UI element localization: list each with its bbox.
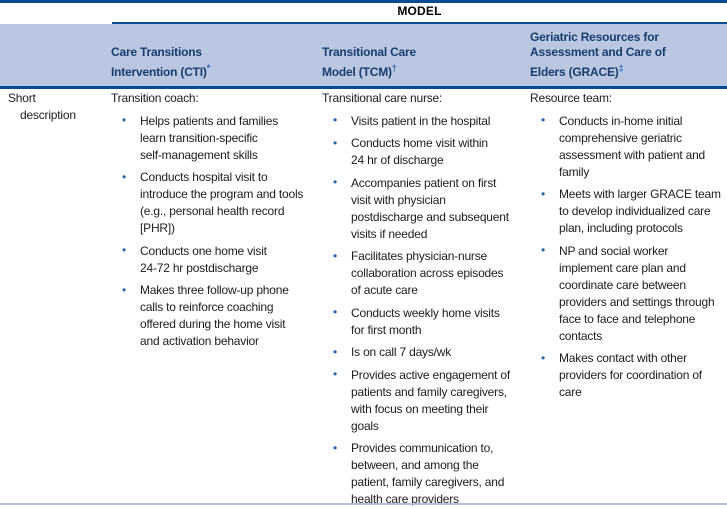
column-header-grace: Geriatric Resources for Assessment and C… <box>530 30 725 81</box>
bottom-border-rule <box>0 503 727 505</box>
bullet-text: Conducts home visit within 24 hr of disc… <box>351 136 488 167</box>
bullet-text: Conducts one home visit 24-72 hr postdis… <box>140 243 267 275</box>
bullet-text: Provides communication to, between, and … <box>351 441 505 506</box>
bullet-icon: • <box>333 344 338 359</box>
footnote-marker-asterisk: * <box>206 62 211 73</box>
tcm-description-cell: Transitional care nurse: • Visits patient… <box>322 90 528 508</box>
column-title: Transitional Care Model (TCM) <box>322 45 416 79</box>
row-label-line1: Short <box>8 91 36 105</box>
bullet-icon: • <box>541 113 546 127</box>
bullet-item: • Conducts in-home initial comprehensive … <box>530 113 726 181</box>
column-header-tcm: Transitional Care Model (TCM)† <box>322 45 522 80</box>
bullet-item: • Helps patients and families learn trans… <box>111 113 319 164</box>
bullet-item: • Conducts weekly home visits for first m… <box>322 305 528 339</box>
bullet-icon: • <box>541 243 546 257</box>
bullet-item: • Facilitates physician-nurse collaborati… <box>322 248 528 299</box>
tcm-lead-text: Transitional care nurse: <box>322 91 443 105</box>
tcm-bullet-list: • Visits patient in the hospital • Conducts… <box>322 113 528 508</box>
bullet-item: • Conducts one home visit 24-72 hr postdi… <box>111 243 319 277</box>
bullet-icon: • <box>122 169 127 184</box>
bullet-text: Helps patients and families learn transi… <box>140 113 279 162</box>
bullet-item: • Is on call 7 days/wk <box>322 344 528 361</box>
cti-bullet-list: • Helps patients and families learn trans… <box>111 113 319 351</box>
bullet-text: Makes contact with other providers for c… <box>559 351 702 399</box>
column-header-band: Care Transitions Intervention (CTI)* Tra… <box>0 24 727 86</box>
bullet-item: • NP and social worker implement care pla… <box>530 243 726 345</box>
bullet-icon: • <box>122 282 127 297</box>
bullet-text: Is on call 7 days/wk <box>351 345 452 359</box>
table-spanner-heading: MODEL <box>397 4 442 18</box>
bullet-icon: • <box>333 113 338 127</box>
bullet-item: • Makes three follow-up phone calls to re… <box>111 282 319 350</box>
bullet-text: Conducts weekly home visits for first mo… <box>351 305 500 337</box>
grace-description-cell: Resource team: • Conducts in-home initial… <box>530 90 726 401</box>
bullet-item: • Provides active engagement of patients … <box>322 367 528 435</box>
bullet-text: Conducts in-home initial comprehensive g… <box>559 113 706 179</box>
spanner-underline-rule <box>112 21 727 24</box>
bullet-icon: • <box>122 113 127 127</box>
bullet-icon: • <box>122 243 127 257</box>
bullet-item: • Visits patient in the hospital <box>322 113 528 130</box>
cti-lead-text: Transition coach: <box>111 91 199 105</box>
bullet-text: Accompanies patient on first visit with … <box>351 175 509 241</box>
bullet-icon: • <box>333 175 338 189</box>
cti-description-cell: Transition coach: • Helps patients and fa… <box>111 90 319 350</box>
bullet-icon: • <box>541 186 546 201</box>
grace-lead-text: Resource team: <box>530 91 612 105</box>
bullet-icon: • <box>333 367 338 381</box>
bullet-icon: • <box>333 440 338 455</box>
top-border-rule <box>0 0 727 3</box>
column-header-cti: Care Transitions Intervention (CTI)* <box>111 45 311 80</box>
column-title: Care Transitions Intervention (CTI) <box>111 45 207 79</box>
bullet-item: • Accompanies patient on first visit with… <box>322 175 528 243</box>
bullet-item: • Conducts home visit within 24 hr of dis… <box>322 135 528 169</box>
bullet-text: Makes three follow-up phone calls to rei… <box>140 283 289 348</box>
bullet-icon: • <box>541 350 546 365</box>
bullet-text: Meets with larger GRACE team to develop … <box>559 187 721 235</box>
bullet-icon: • <box>333 248 338 263</box>
bullet-text: NP and social worker implement care plan… <box>559 243 715 343</box>
row-label-short-description: Short description <box>8 90 103 124</box>
grace-bullet-list: • Conducts in-home initial comprehensive … <box>530 113 726 402</box>
bullet-icon: • <box>333 135 338 150</box>
bullet-item: • Provides communication to, between, and… <box>322 440 528 508</box>
header-bottom-rule <box>0 86 727 89</box>
bullet-text: Provides active engagement of patients a… <box>351 367 510 433</box>
bullet-text: Conducts hospital visit to introduce the… <box>140 170 304 235</box>
column-title: Geriatric Resources for Assessment and C… <box>530 29 666 79</box>
footnote-marker-dagger: † <box>391 62 397 73</box>
footnote-marker-double-dagger: ‡ <box>618 62 624 73</box>
row-label-line2: description <box>20 108 76 122</box>
bullet-text: Visits patient in the hospital <box>351 113 491 128</box>
bullet-item: • Makes contact with other providers for … <box>530 350 726 401</box>
bullet-text: Facilitates physician-nurse collaboratio… <box>351 249 504 297</box>
bullet-icon: • <box>333 305 338 319</box>
bullet-item: • Meets with larger GRACE team to develop… <box>530 186 726 237</box>
bullet-item: • Conducts hospital visit to introduce th… <box>111 169 319 237</box>
